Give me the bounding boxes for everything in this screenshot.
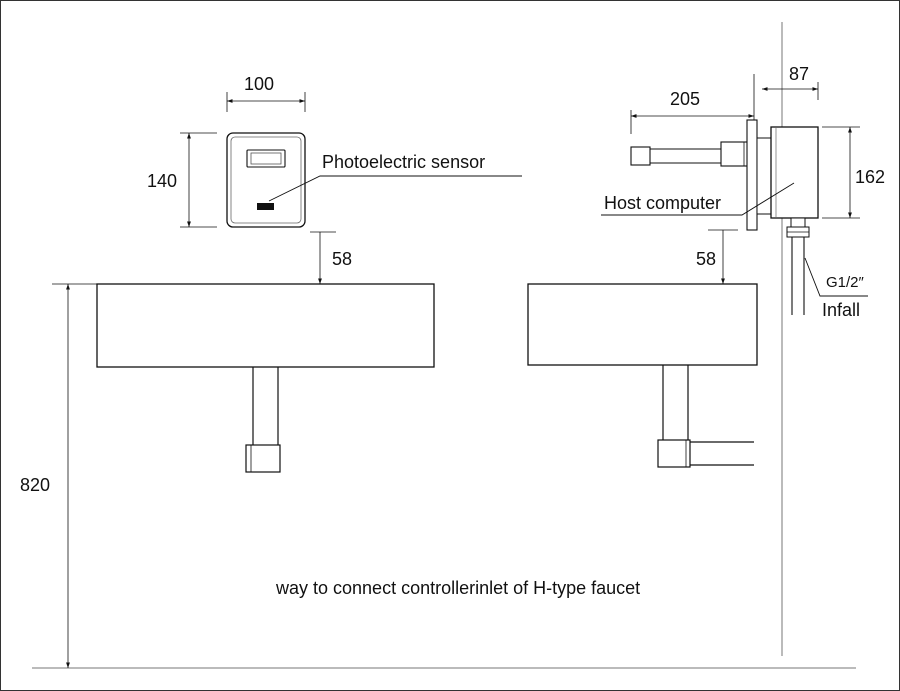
dimension-mount-height [52, 283, 97, 668]
photoelectric-sensor-plate [226, 132, 306, 228]
dimension-body-height [822, 126, 860, 219]
dimension-sensor-height [180, 132, 217, 228]
dimension-front-gap [310, 231, 336, 284]
host-leader-line [601, 182, 795, 216]
host-computer-label: Host computer [604, 193, 722, 213]
inlet-leader-line [804, 257, 868, 297]
side-gap-label: 58 [696, 249, 717, 269]
faucet-spout [630, 141, 752, 167]
inlet-fitting [786, 217, 810, 315]
diagram-caption: way to connect controllerinlet of H-type… [276, 578, 641, 598]
drain-pipe-side [657, 365, 754, 468]
body-height-label: 162 [855, 167, 886, 187]
dimension-side-gap [708, 229, 738, 284]
basin-side [527, 283, 758, 366]
sensor-eye [257, 203, 274, 210]
host-computer-body [746, 119, 819, 231]
basin-front [96, 283, 435, 368]
sensor-leader-line [268, 175, 522, 202]
dimension-body-depth [762, 82, 819, 100]
body-depth-label: 87 [789, 64, 810, 84]
photoelectric-sensor-label: Photoelectric sensor [322, 152, 486, 172]
front-gap-label: 58 [332, 249, 353, 269]
inlet-label: Infall [822, 300, 861, 320]
drain-pipe-front [245, 367, 281, 473]
dimension-sensor-width [226, 92, 306, 112]
sensor-height-label: 140 [147, 171, 178, 191]
mount-height-label: 820 [20, 475, 51, 495]
thread-size-label: G1/2″ [826, 274, 864, 291]
spout-length-label: 205 [670, 89, 701, 109]
sensor-width-label: 100 [244, 74, 275, 94]
sensor-window [246, 149, 286, 168]
